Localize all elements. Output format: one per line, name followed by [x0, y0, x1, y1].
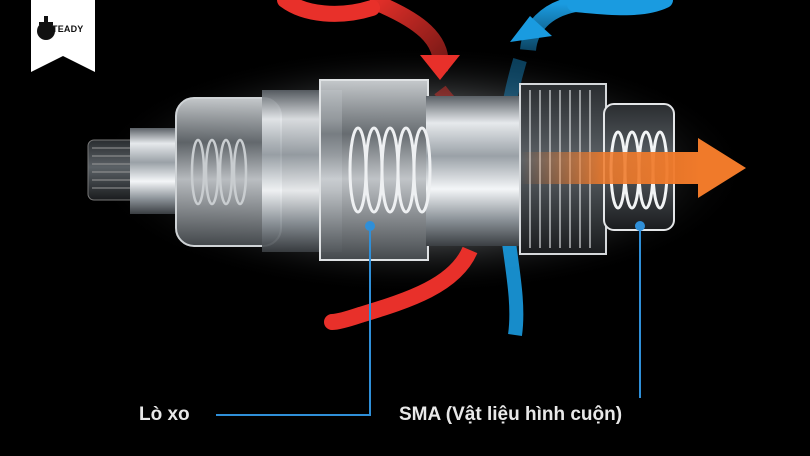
cartridge-body [175, 79, 675, 261]
spindle [87, 128, 176, 214]
label-spring: Lò xo [139, 404, 190, 425]
inner-coil-left [190, 138, 248, 206]
spring-coil [348, 126, 432, 214]
logo-icon [31, 0, 95, 72]
label-sma: SMA (Vật liệu hình cuộn) [399, 404, 623, 425]
pointer-spring [216, 221, 375, 416]
brand-logo-text: TEADY [52, 24, 84, 34]
mixed-outflow-arrow [520, 138, 746, 198]
pointer-sma [635, 221, 645, 398]
